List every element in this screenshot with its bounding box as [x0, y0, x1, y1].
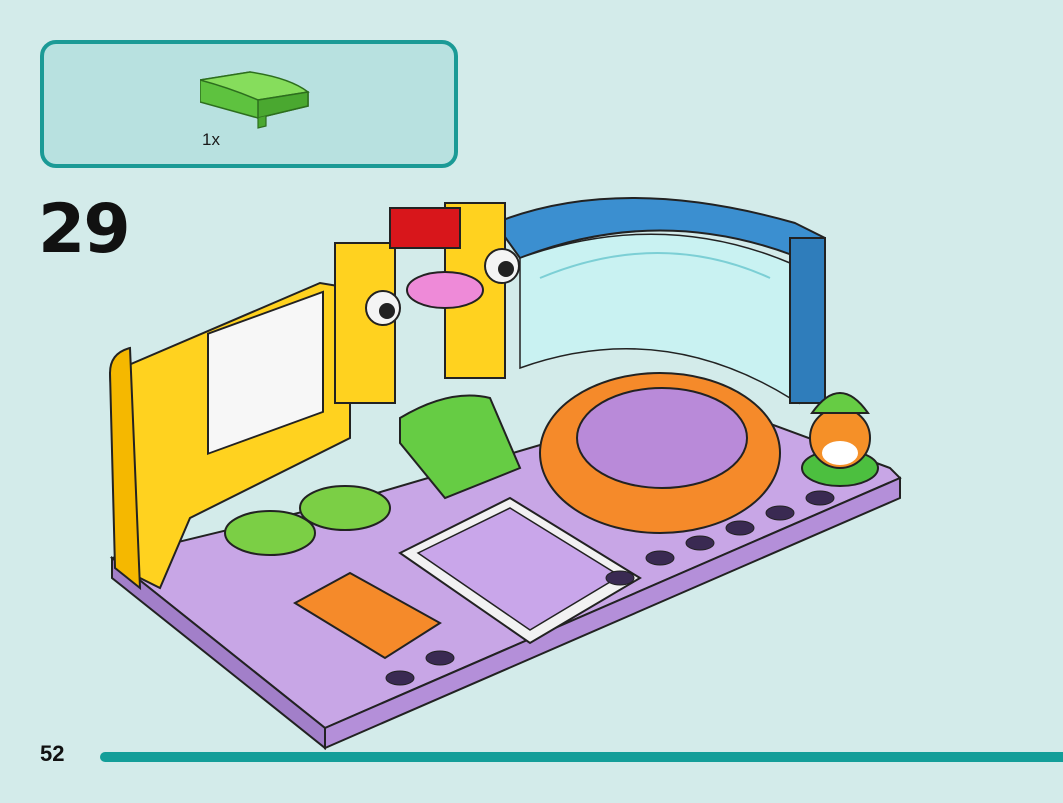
lego-pet-playroom-build-illustration [108, 197, 902, 751]
part-quantity-label: 1x [202, 130, 220, 149]
page-footer-bar [100, 752, 1063, 762]
step-number: 29 [38, 190, 131, 269]
green-curved-slope-brick-icon [200, 71, 310, 129]
parts-callout-box: 1x [40, 40, 458, 168]
page-number: 52 [40, 741, 65, 766]
